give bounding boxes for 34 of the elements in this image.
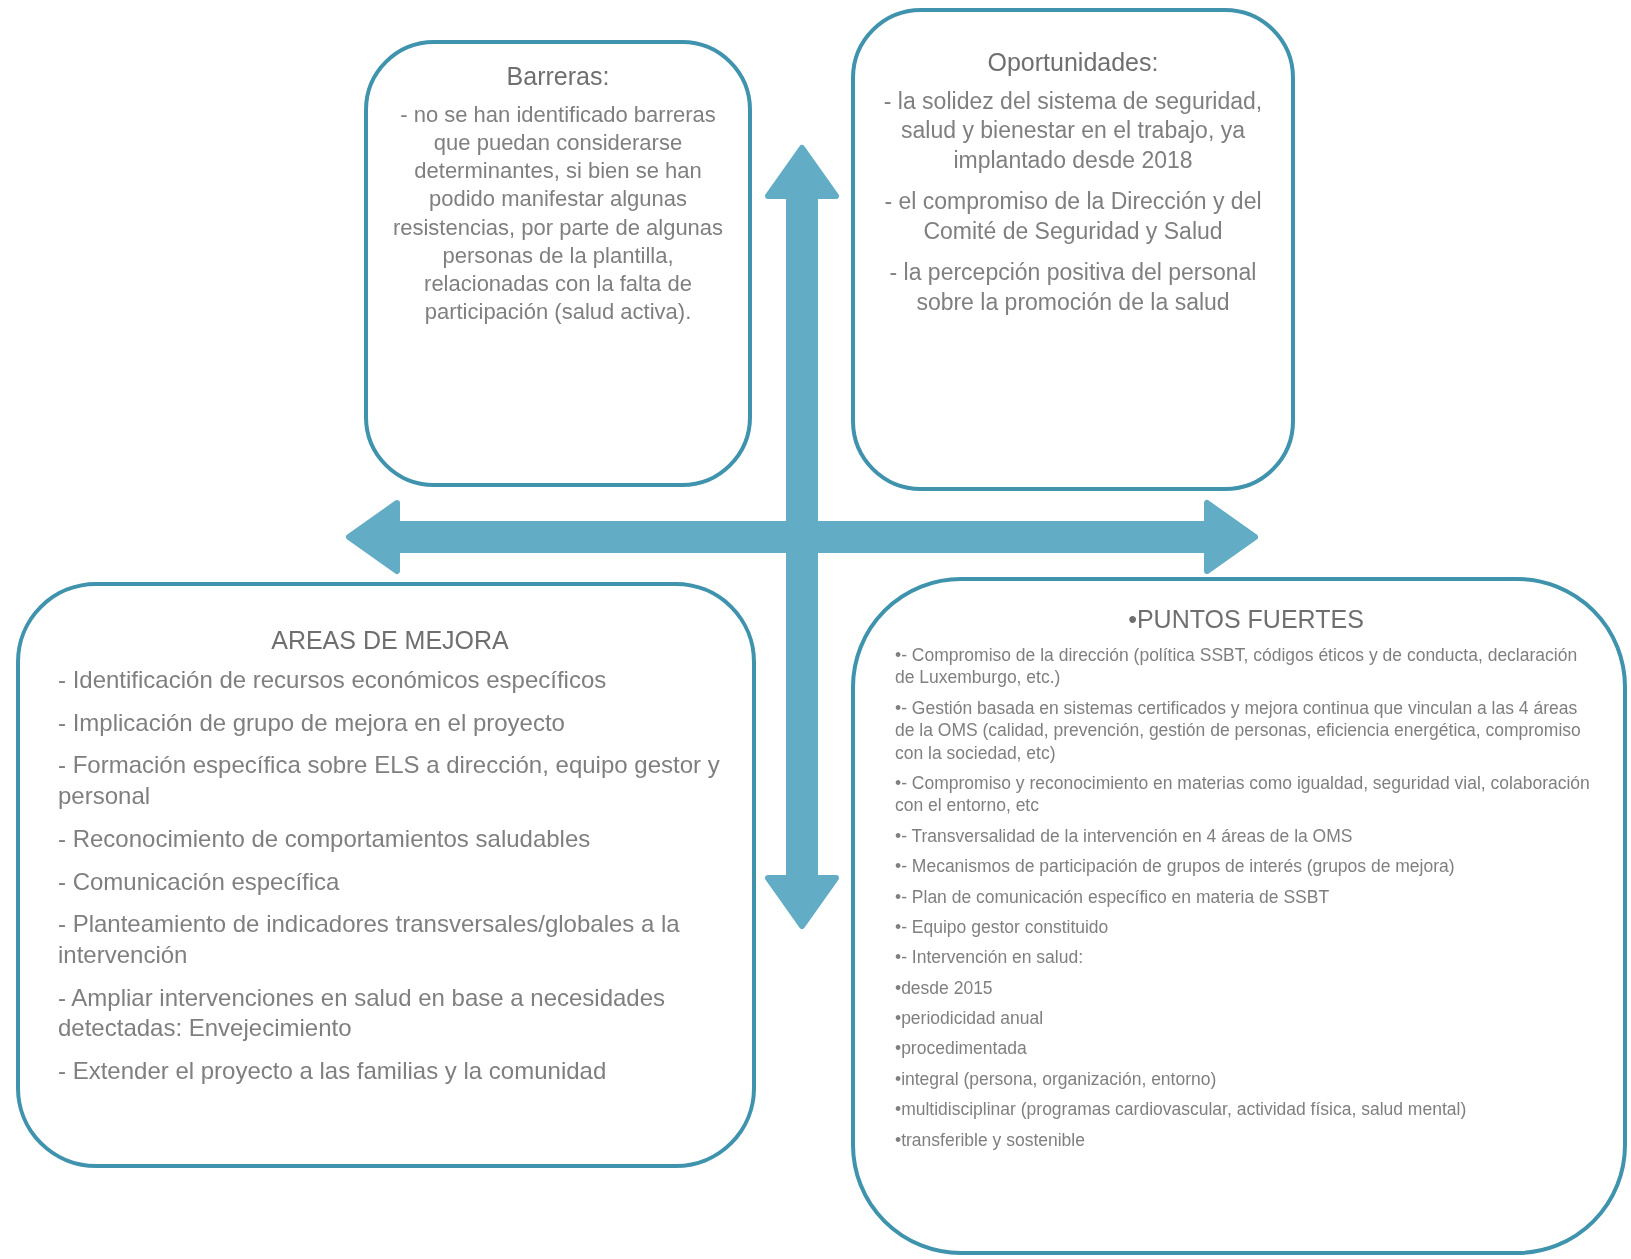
list-item: •multidisciplinar (programas cardiovascular, actividad física, salud mental) <box>895 1098 1468 1121</box>
list-item: - el compromiso de la Dirección y del Comité de Seguridad y Salud <box>883 187 1263 246</box>
list-item: - Implicación de grupo de mejora en el proyecto <box>58 707 566 738</box>
rounded-box <box>851 8 1295 491</box>
list-item: - Extender el proyecto a las familias y la comunidad <box>58 1056 608 1087</box>
list-item: - Comunicación específica <box>58 866 341 897</box>
list-item: •desde 2015 <box>895 976 994 1000</box>
list-item: - Formación específica sobre ELS a dirección, equipo gestor y personal <box>58 750 721 812</box>
list-item: •integral (persona, organización, entorno) <box>895 1067 1218 1091</box>
rounded-box <box>364 40 752 487</box>
box-heading: Barreras: <box>505 62 611 91</box>
list-item: •- Compromiso y reconocimiento en materias como igualdad, seguridad vial, colaboración con el entorno, etc <box>895 771 1591 817</box>
list-item: •- Intervención en salud: <box>895 946 1085 969</box>
list-item: •- Equipo gestor constituido <box>895 915 1110 939</box>
list-item: - la percepción positiva del personal sobre la promoción de la salud <box>888 258 1258 317</box>
list-item: - Planteamiento de indicadores transversales/globales a la intervención <box>58 909 681 971</box>
rounded-box <box>16 582 756 1168</box>
box-heading: •PUNTOS FUERTES <box>1127 605 1365 634</box>
list-item: •- Plan de comunicación específico en materia de SSBT <box>895 885 1331 908</box>
list-item: •transferible y sostenible <box>895 1128 1086 1152</box>
list-item: - la solidez del sistema de seguridad, salud y bienestar en el trabajo, ya implantado desde 2018 <box>882 87 1264 175</box>
list-item: •- Mecanismos de participación de grupos de interés (grupos de mejora) <box>895 855 1456 878</box>
list-item: •- Transversalidad de la intervención en 4 áreas de la OMS <box>895 824 1354 848</box>
rounded-box <box>851 577 1627 1255</box>
box-heading: Oportunidades: <box>986 48 1160 77</box>
list-item: •periodicidad anual <box>895 1007 1045 1030</box>
list-item: - Identificación de recursos económicos específicos <box>58 665 608 695</box>
list-item: •- Gestión basada en sistemas certificados y mejora continua que vinculan a las 4 áreas de la OMS (calidad, prevención, gestión de personas, eficiencia energética, compromiso con la sociedad, etc) <box>895 696 1582 764</box>
list-item: - Ampliar intervenciones en salud en base a necesidades detectadas: Envejecimiento <box>58 982 667 1044</box>
list-item: •procedimentada <box>895 1037 1028 1060</box>
list-item: - no se han identificado barreras que puedan considerarse determinantes, si bien se han podido manifestar algunas resistencias, por parte de algunas personas de la plantilla, relacionadas con la falta de participación (salud activa). <box>391 101 725 327</box>
list-item: - Reconocimiento de comportamientos saludables <box>58 823 592 854</box>
box-heading: AREAS DE MEJORA <box>270 626 510 655</box>
list-item: •- Compromiso de la dirección (política SSBT, códigos éticos y de conducta, declaración de Luxemburgo, etc.) <box>895 644 1579 689</box>
